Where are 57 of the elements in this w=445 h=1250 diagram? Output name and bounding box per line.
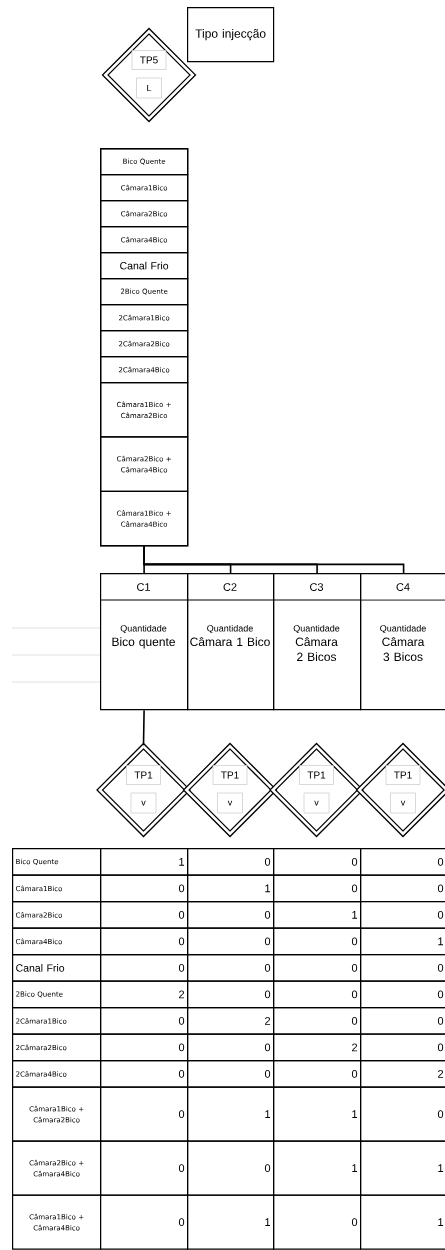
table-cell: 0	[187, 1060, 275, 1088]
table-cell: 1	[360, 927, 445, 956]
table-cell: 1	[360, 1194, 445, 1250]
table-cell: 2	[187, 1007, 275, 1035]
table-cell: 0	[100, 1060, 189, 1088]
connector-line	[142, 709, 145, 747]
table-cell: 0	[273, 927, 362, 956]
table-cell: 1	[360, 1140, 445, 1196]
table-cell: 0	[100, 901, 189, 929]
table-cell: 0	[100, 1194, 189, 1250]
table-cell: 1	[273, 1086, 362, 1142]
table-cell: 0	[273, 980, 362, 1009]
table-cell: 0	[100, 1033, 189, 1062]
table-cell: 0	[273, 848, 362, 876]
table-cell: 0	[360, 1086, 445, 1142]
table-cell: 0	[187, 954, 275, 982]
table-cell: 0	[273, 954, 362, 982]
table-cell: 1	[273, 1140, 362, 1196]
table-cell: 0	[187, 1140, 275, 1196]
table-cell: 0	[187, 901, 275, 929]
table-cell: 0	[273, 1060, 362, 1088]
table-cell: 0	[360, 874, 445, 903]
table-cell: 0	[360, 1007, 445, 1035]
table-cell: 0	[100, 1140, 189, 1196]
table-cell: Canal Frio	[12, 954, 102, 982]
table-cell: 0	[360, 901, 445, 929]
column-box: C3 Quantidade Câmara 2 Bicos	[272, 573, 362, 711]
connector-line	[143, 545, 405, 574]
table-cell: 0	[360, 848, 445, 876]
table-cell: 1	[187, 1086, 275, 1142]
column-box: C4 Quantidade Câmara 3 Bicos	[359, 573, 445, 711]
table-cell: 0	[187, 927, 275, 956]
table-cell: 0	[187, 1033, 275, 1062]
table-cell: 0	[100, 954, 189, 982]
table-cell: 0	[273, 1194, 362, 1250]
list-item: Canal Frio	[100, 252, 189, 280]
column-box: C1 Quantidade Bico quente	[99, 573, 189, 711]
table-cell: 0	[273, 1007, 362, 1035]
table-cell: 0	[100, 1007, 189, 1035]
table-cell: 1	[187, 1194, 275, 1250]
table-cell: 2	[273, 1033, 362, 1062]
table-cell: 0	[360, 1033, 445, 1062]
table-cell: 1	[100, 848, 189, 876]
table-cell: 0	[100, 874, 189, 903]
column-box: C2 Quantidade Câmara 1 Bico	[186, 573, 275, 711]
table-cell: 0	[360, 954, 445, 982]
table-cell: 0	[100, 1086, 189, 1142]
table-cell: 0	[100, 927, 189, 956]
table-cell: 2	[360, 1060, 445, 1088]
table-cell: 0	[273, 874, 362, 903]
table-cell: 0	[187, 848, 275, 876]
table-cell: 1	[187, 874, 275, 903]
table-cell: 0	[360, 980, 445, 1009]
table-cell: 0	[187, 980, 275, 1009]
label-box: Tipo injecção	[187, 7, 275, 63]
table-cell: 1	[273, 901, 362, 929]
table-cell: 2	[100, 980, 189, 1009]
